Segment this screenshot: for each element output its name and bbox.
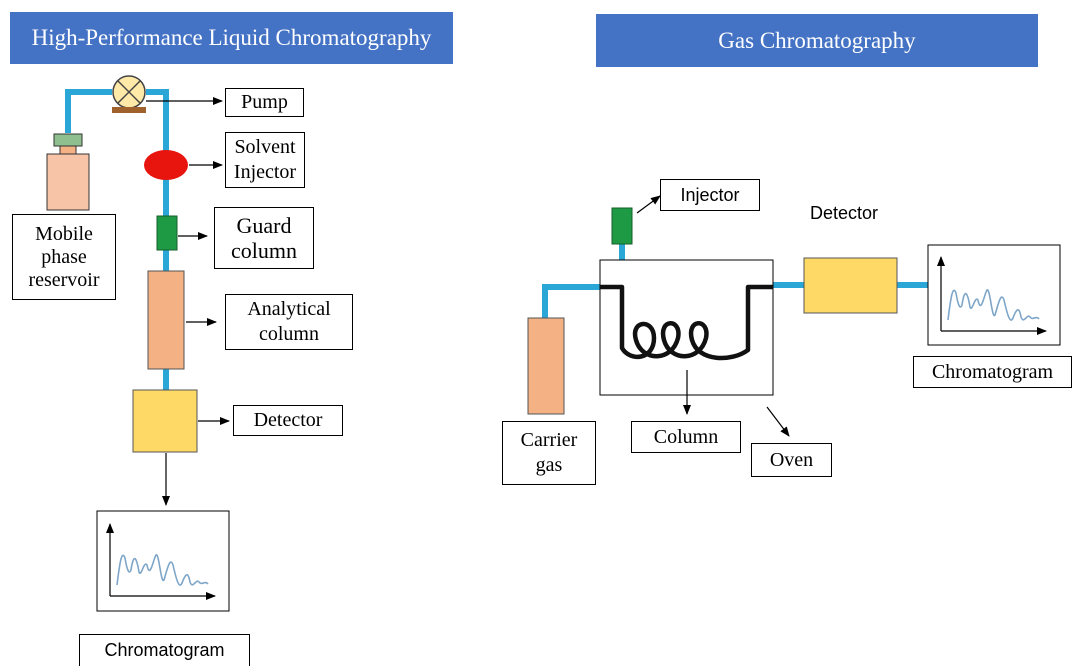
gc-detector-label: Detector — [789, 201, 899, 229]
hplc-chromatogram-label-text: Chromatogram — [104, 640, 225, 660]
solvent-injector-label-line1: Solvent — [234, 136, 296, 158]
pump-label-text: Pump — [241, 91, 288, 113]
gc-chromatogram-label-text: Chromatogram — [931, 360, 1054, 383]
pump-base — [112, 107, 146, 113]
gc-oven-label-text: Oven — [769, 448, 814, 471]
gc-detector — [803, 257, 898, 314]
guard-column-label-line2: column — [231, 238, 297, 263]
solvent-injector-label: Solvent Injector — [225, 132, 305, 188]
analytical-column — [147, 270, 185, 370]
hplc-detector-label-text: Detector — [253, 409, 323, 431]
solvent-injector-label-line2: Injector — [233, 161, 297, 183]
pump-label: Pump — [225, 88, 304, 117]
carrier-gas-cylinder — [527, 317, 565, 415]
guard-column-label-line1: Guard — [236, 213, 292, 238]
arrow-to-oven-label — [766, 406, 790, 437]
analytical-column-label: Analytical column — [225, 294, 353, 350]
hplc-chromatogram-trace — [116, 554, 209, 586]
reservoir-label-line3: reservoir — [28, 268, 100, 291]
solvent-injector — [144, 150, 188, 180]
gc-chromatogram-trace — [947, 289, 1040, 321]
hplc-detector — [132, 389, 198, 453]
analytical-column-label-line2: column — [259, 323, 319, 345]
gc-injector — [611, 207, 633, 245]
mobile-phase-reservoir — [46, 153, 90, 211]
gc-tubing-carrier-to-oven — [542, 284, 600, 318]
hplc-tubing-reservoir-to-pump — [65, 89, 112, 133]
reservoir-label-line2: phase — [41, 245, 87, 268]
carrier-gas-label: Carrier gas — [502, 421, 596, 485]
reservoir-label-line1: Mobile — [35, 222, 93, 245]
hplc-detector-label: Detector — [233, 405, 343, 436]
gc-injector-label: Injector — [660, 179, 760, 211]
reservoir-neck — [59, 145, 77, 155]
hplc-title-banner: High-Performance Liquid Chromatography — [10, 12, 453, 64]
carrier-gas-label-line1: Carrier — [520, 429, 578, 451]
reservoir-cap — [53, 133, 83, 147]
carrier-gas-label-line2: gas — [535, 454, 563, 476]
gc-column-label: Column — [631, 421, 741, 453]
guard-column-label: Guard column — [214, 207, 314, 269]
gc-chromatogram-label: Chromatogram — [913, 356, 1072, 388]
gc-chromatogram-box — [927, 244, 1061, 346]
gc-injector-label-text: Injector — [680, 184, 740, 205]
guard-column — [156, 215, 178, 251]
gc-oven-label: Oven — [751, 443, 832, 477]
pump-icon-cross-b — [117, 80, 141, 104]
gc-column-coil — [600, 284, 773, 361]
reservoir-label: Mobile phase reservoir — [12, 214, 116, 300]
gc-detector-label-text: Detector — [809, 203, 879, 223]
gc-title: Gas Chromatography — [718, 27, 916, 53]
hplc-chromatogram-label: Chromatogram — [79, 634, 250, 666]
gc-column-label-text: Column — [653, 425, 719, 448]
arrow-to-gc-injector-label — [636, 195, 661, 214]
gc-title-banner: Gas Chromatography — [596, 14, 1038, 67]
analytical-column-label-line1: Analytical — [247, 298, 331, 320]
hplc-title: High-Performance Liquid Chromatography — [31, 25, 432, 50]
